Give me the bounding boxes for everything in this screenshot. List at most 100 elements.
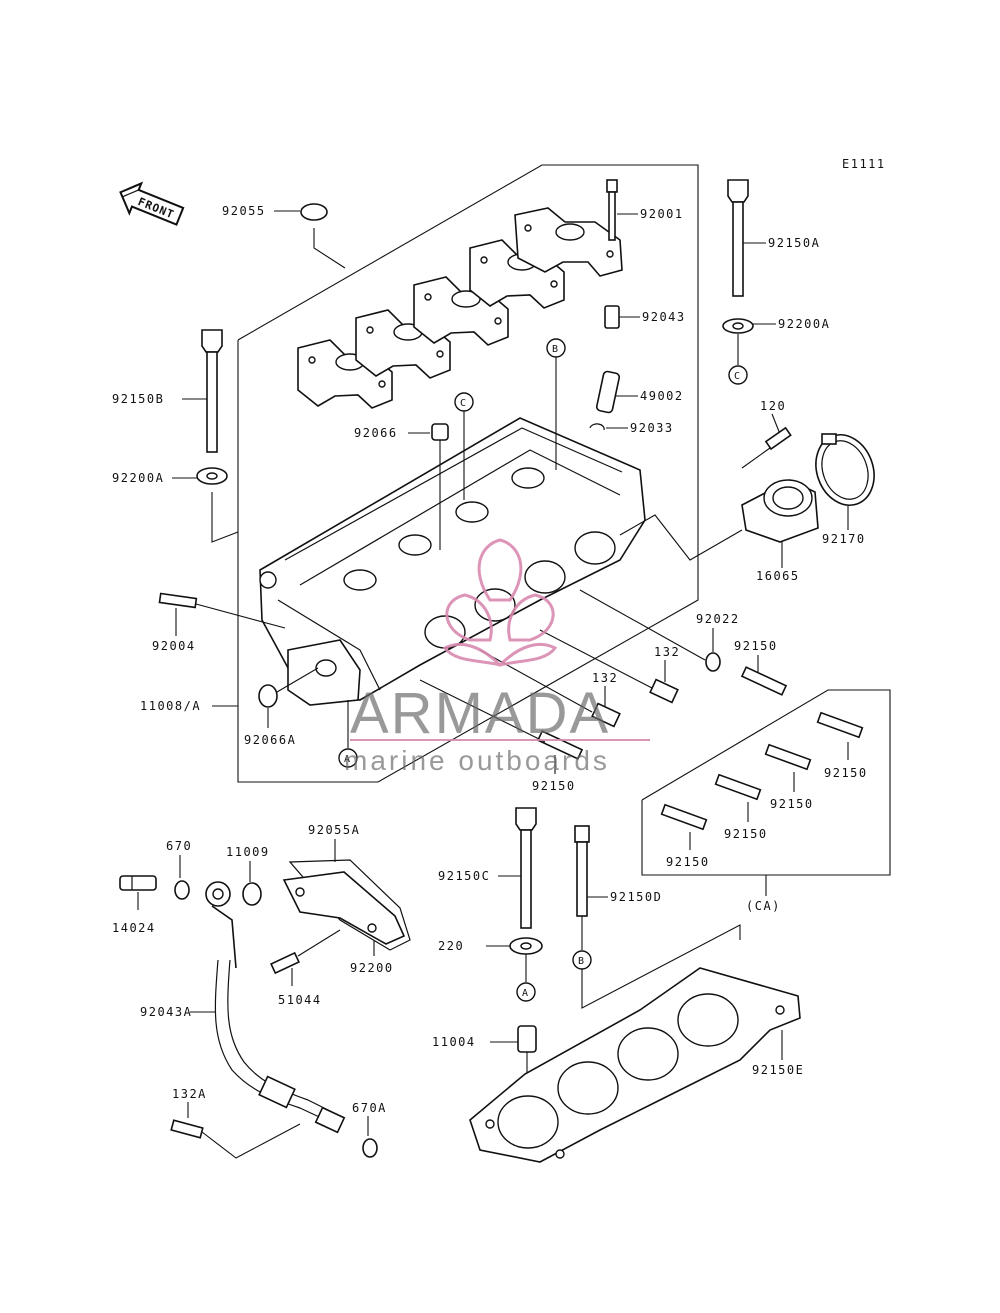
lotus-logo-icon	[442, 538, 558, 668]
part-label-11008A: 11008/A	[140, 699, 201, 713]
watermark-tagline: marine outboards	[344, 745, 610, 776]
part-14024: 92200	[282, 871, 406, 975]
set-label-ca: (CA)	[746, 899, 781, 913]
svg-text:C: C	[460, 398, 466, 409]
svg-text:A: A	[522, 988, 528, 999]
part-label-51044: 92043A	[140, 1005, 192, 1019]
part-label-92200A-left: 92200A	[112, 471, 164, 485]
part-label-49002: 49002	[640, 389, 684, 403]
part-92200A-top: 92200A C	[722, 317, 830, 385]
part-label-220: 51044	[278, 993, 322, 1007]
callout-a-bottom	[516, 982, 536, 1002]
part-label-11004: 92150E	[752, 1063, 804, 1077]
part-label-132-a: 132	[654, 645, 680, 659]
part-92055: 92055	[222, 203, 346, 269]
part-132-a: 132	[539, 629, 680, 704]
part-label-92004: 92004	[152, 639, 196, 653]
part-670: 670	[166, 839, 192, 900]
part-92055A: 92055A	[288, 823, 411, 951]
part-label-16065: 16065	[756, 569, 800, 583]
part-92150C: 92150C	[438, 807, 537, 929]
part-11008A: 11008/A	[140, 699, 238, 713]
part-label-92150C: 92150C	[438, 869, 490, 883]
part-92033: 92033	[589, 421, 674, 435]
part-92022: 92022	[579, 589, 740, 672]
part-label-11009: 11009	[226, 845, 270, 859]
intake-ports	[424, 531, 616, 649]
part-label-92150-d: 92150	[770, 797, 814, 811]
gasket-bores	[497, 993, 739, 1149]
camshaft-cap-row	[297, 207, 623, 409]
part-label-92150-f: 92150	[666, 855, 710, 869]
ref-code: E1111	[842, 157, 886, 171]
part-92043: 92043	[604, 305, 686, 329]
front-arrow-icon: FRONT	[119, 181, 185, 226]
part-11009: 11009	[226, 845, 270, 906]
svg-text:B: B	[552, 344, 558, 355]
part-132A: 132A	[170, 1087, 301, 1159]
part-label-92150B: 92150B	[112, 392, 164, 406]
part-label-92150-e: 92150	[724, 827, 768, 841]
part-16065: 16065	[619, 479, 819, 583]
part-92200A-left: 92200A	[112, 467, 239, 543]
part-label-92150-b: 92150	[532, 779, 576, 793]
part-51044: 92043A	[140, 881, 346, 1134]
assembly-frame	[237, 164, 699, 783]
part-label-92055A: 92055A	[308, 823, 360, 837]
watermark-brand: ARMADA	[350, 681, 610, 746]
part-92066: 92066	[354, 423, 449, 550]
part-label-92001: 92001	[640, 207, 684, 221]
part-label-92200: 220	[438, 939, 464, 953]
callout-c-mid: C	[454, 392, 474, 500]
callout-a-top: A	[338, 700, 358, 768]
part-label-92170: 92170	[822, 532, 866, 546]
armada-watermark: ARMADA marine outboards	[344, 538, 650, 776]
part-label-92150E: 14024	[112, 921, 156, 935]
part-label-132A: 132A	[172, 1087, 207, 1101]
part-label-92043A: 11004	[432, 1035, 476, 1049]
part-label-92150-a: 92150	[734, 639, 778, 653]
part-label-92150D: 92150D	[610, 890, 662, 904]
cylinder-head	[259, 417, 646, 706]
part-label-92055: 92055	[222, 204, 266, 218]
svg-text:A: A	[344, 754, 350, 765]
part-92066A: 92066A	[244, 667, 319, 747]
part-11004: 92150E	[469, 967, 804, 1163]
part-92170: 92170	[815, 433, 875, 546]
part-92150E: 14024	[112, 875, 157, 935]
part-220: 51044	[270, 929, 341, 1007]
part-label-92066: 92066	[354, 426, 398, 440]
camshaft-cap-5	[514, 207, 623, 277]
part-label-120: 120	[760, 399, 786, 413]
part-label-92150-c: 92150	[824, 766, 868, 780]
part-label-92022: 92022	[696, 612, 740, 626]
part-label-92066A: 92066A	[244, 733, 296, 747]
part-92150B: 92150B	[112, 329, 223, 453]
part-label-132-b: 132	[592, 671, 618, 685]
part-92150D: 92150D B	[572, 825, 741, 1009]
part-92001: 92001	[606, 179, 684, 241]
part-label-92033: 92033	[630, 421, 674, 435]
part-label-92043: 92043	[642, 310, 686, 324]
part-670A: 670A	[352, 1101, 387, 1158]
head-valve-bores	[343, 467, 545, 591]
part-92200: 220 A	[438, 937, 543, 1002]
callout-c-right-label: C	[734, 371, 740, 382]
part-92150A: 92150A	[727, 179, 820, 297]
part-label-670A: 670A	[352, 1101, 387, 1115]
part-92150-a: 92150	[734, 639, 788, 696]
part-label-14024: 92200	[350, 961, 394, 975]
part-132-b: 132	[479, 649, 621, 728]
callout-b-top: B	[546, 338, 566, 470]
part-label-92200A-top: 92200A	[778, 317, 830, 331]
svg-text:B: B	[578, 956, 584, 967]
part-49002: 49002	[595, 370, 684, 414]
callout-c-right	[728, 365, 748, 385]
part-120: 120	[741, 399, 792, 469]
part-label-92150A: 92150A	[768, 236, 820, 250]
part-92004: 92004	[152, 592, 286, 653]
part-label-670: 670	[166, 839, 192, 853]
bolt-set-ca: 92150 92150 92150 92150 (CA)	[641, 689, 891, 913]
